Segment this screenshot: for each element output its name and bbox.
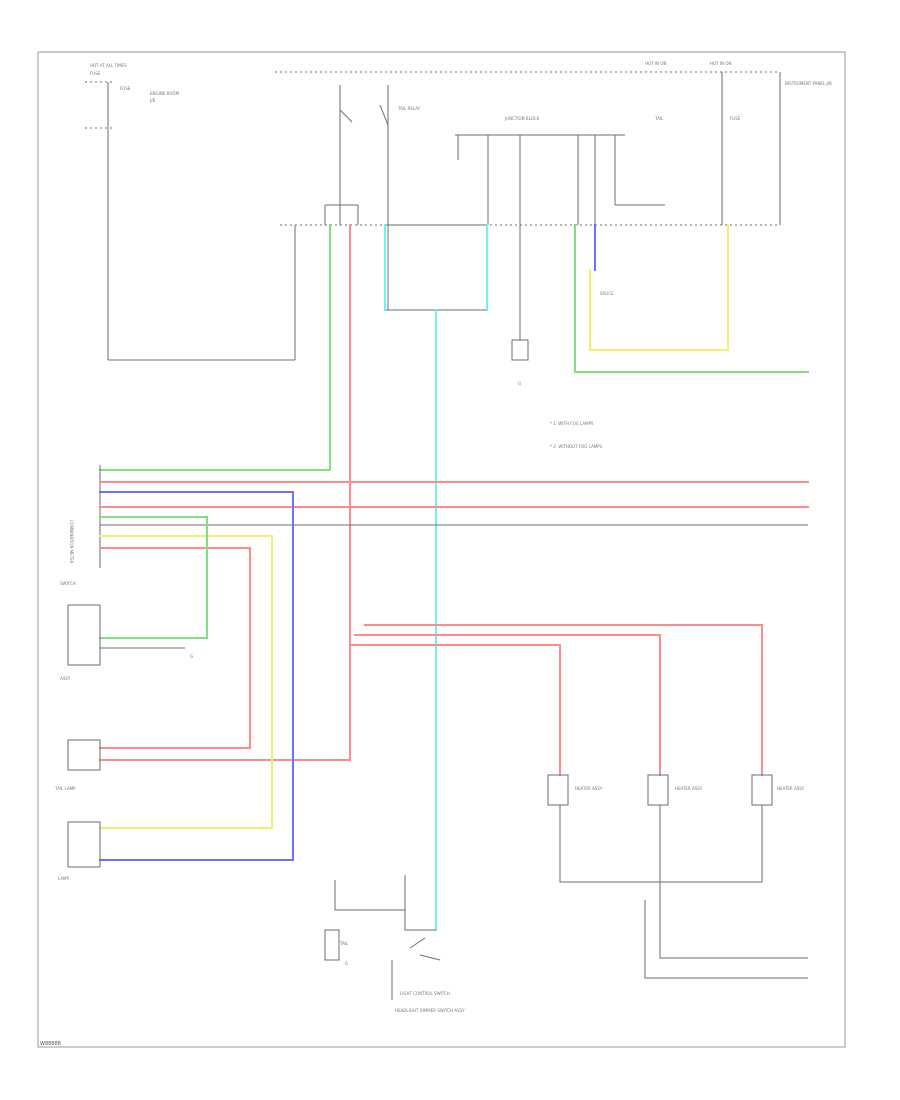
svg-text:SPLICE: SPLICE (600, 291, 614, 296)
svg-text:ENGINE ROOM: ENGINE ROOM (150, 91, 180, 96)
switch-box (67, 604, 101, 666)
green-wire-switch (99, 516, 208, 639)
svg-text:J/B: J/B (149, 98, 156, 103)
seat-lamp-box (67, 821, 101, 868)
light-control-switch-label: LIGHT CONTROL SWITCH (400, 991, 450, 996)
note-line-1: * 1: WITH FOG LAMPS (550, 421, 594, 426)
fuse-block-left: HOT AT ALL TIMES FUSE FUSE ENGINE ROOM J… (85, 63, 296, 361)
tail-relay: TAIL RELAY (324, 85, 421, 310)
diagram-frame (37, 51, 846, 1048)
svg-text:TAIL: TAIL (654, 116, 664, 121)
tail-lamp-label: TAIL LAMP (54, 786, 76, 791)
yellow-wire-lamp (99, 535, 273, 829)
red-wire-tail (99, 547, 251, 749)
connector-left-label: COMBINATION METER (69, 520, 74, 564)
heater-ground-2 (644, 900, 808, 979)
heater-3-label: HEATER ASSY (777, 786, 805, 791)
green-wire-top (99, 224, 331, 471)
heater-ground-1 (659, 882, 808, 959)
red-wire-heater1 (349, 644, 561, 776)
heater-ground-bus (559, 805, 763, 883)
switch-label: SWITCH (60, 581, 76, 586)
blue-wire-lamp (99, 491, 294, 861)
red-wire-heater3 (364, 624, 763, 776)
fuse-box-label: HOT AT ALL TIMES (90, 63, 127, 68)
instrument-panel-jb-label: INSTRUMENT PANEL J/B (785, 81, 832, 86)
green-wire-right (574, 224, 809, 373)
ground-label: G (518, 381, 521, 386)
svg-text:TAIL: TAIL (339, 941, 349, 946)
bottom-ground-label: G (345, 961, 348, 966)
svg-text:FUSE: FUSE (120, 86, 131, 91)
heater-1-label: HEATER ASSY (575, 786, 603, 791)
yellow-wire-right (589, 224, 729, 351)
left-connector: COMBINATION METER (69, 465, 101, 568)
hot-label-2: HOT IN ON (710, 61, 731, 66)
heater-1: HEATER ASSY (547, 774, 603, 806)
heater-3: HEATER ASSY (751, 774, 805, 806)
heater-2: HEATER ASSY (647, 774, 703, 806)
top-right-fuses: HOT IN ON HOT IN ON INSTRUMENT PANEL J/B… (645, 61, 832, 225)
tail-relay-label: TAIL RELAY (397, 106, 421, 111)
red-wire-heater2 (354, 634, 661, 776)
junction-block: JUNCTION BLOCK (455, 116, 665, 225)
note-line-2: * 2: WITHOUT FOG LAMPS (550, 444, 603, 449)
junction-block-label: JUNCTION BLOCK (504, 116, 540, 121)
light-control-switch: TAIL G LIGHT CONTROL SWITCH HEADLIGHT DI… (324, 875, 465, 1013)
tail-lamp-box (67, 739, 101, 771)
page-code-label: W88888 (40, 1041, 61, 1047)
hot-label-1: HOT IN ON (645, 61, 666, 66)
relay-box (384, 224, 488, 311)
headlight-dimmer-label: HEADLIGHT DIMMER SWITCH ASSY (395, 1008, 465, 1013)
svg-text:ASSY: ASSY (60, 676, 71, 681)
seat-lamp-label: LAMP (58, 876, 70, 881)
fuse-box-sub-label: FUSE (90, 71, 101, 76)
heater-2-label: HEATER ASSY (675, 786, 703, 791)
svg-text:G: G (190, 654, 193, 659)
red-wire-main (99, 224, 351, 761)
svg-text:FUSE: FUSE (730, 116, 741, 121)
